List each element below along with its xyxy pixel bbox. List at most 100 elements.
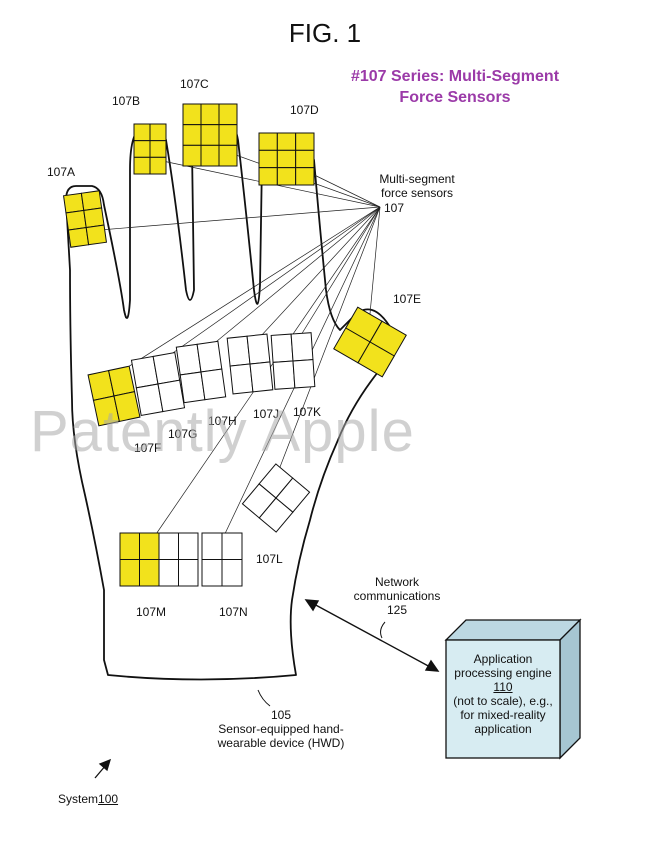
device-ref: 105 — [270, 708, 292, 722]
sensor-107D — [258, 132, 315, 186]
sensor-segment — [221, 532, 243, 560]
engine-line-4: for mixed-reality — [460, 708, 546, 722]
network-label: Network communications 125 — [342, 575, 452, 617]
network-ref: 125 — [386, 603, 408, 617]
sensor-107B — [133, 123, 167, 175]
sensor-label-107B: 107B — [112, 94, 140, 108]
sensor-segment — [246, 333, 271, 365]
sensor-label-107D: 107D — [290, 103, 319, 117]
processing-engine-box — [444, 618, 582, 760]
sensor-segment — [258, 132, 278, 151]
sensor-segment — [133, 123, 151, 142]
sensor-segment — [218, 144, 238, 167]
sensor-label-107G: 107G — [168, 427, 197, 441]
sensor-107A — [62, 190, 108, 248]
sensor-segment — [295, 167, 315, 186]
sensor-segment — [276, 167, 297, 186]
sensor-segment — [292, 359, 316, 389]
network-line-1: Network — [374, 575, 419, 589]
sensor-segment — [200, 368, 227, 401]
sensor-segment — [149, 123, 167, 142]
subtitle-line-1: #107 Series: Multi-Segment — [350, 68, 560, 85]
sensor-segment — [139, 559, 160, 587]
sensor-callout-label: Multi-segment force sensors — [372, 172, 462, 200]
sensor-label-107K: 107K — [293, 405, 321, 419]
sensor-107N — [201, 532, 243, 587]
sensor-107F — [87, 365, 141, 427]
sensor-segment — [357, 341, 395, 378]
engine-line-1: Application — [473, 652, 533, 666]
sensor-segment — [221, 559, 243, 587]
system-arrow — [94, 758, 112, 779]
sensor-107J — [226, 333, 274, 395]
sensor-107E — [333, 306, 407, 378]
engine-label: Application processing engine 110 (not t… — [446, 652, 560, 736]
sensor-label-107N: 107N — [219, 605, 248, 619]
engine-ref: 110 — [493, 680, 513, 694]
sensor-segment — [295, 149, 315, 169]
sensor-segment — [182, 144, 202, 167]
network-arrow — [304, 599, 440, 672]
network-line-2: communications — [353, 589, 441, 603]
sensor-segment — [229, 363, 254, 395]
sensor-segment — [113, 391, 141, 423]
sensor-segment — [218, 124, 238, 146]
sensor-segment — [83, 207, 105, 229]
sensor-segment — [276, 149, 297, 169]
sensor-segment — [119, 559, 140, 587]
figure-subtitle: #107 Series: Multi-Segment Force Sensors — [330, 66, 580, 108]
finger-gap-a — [123, 309, 127, 319]
system-text: System — [58, 792, 99, 806]
sensor-label-107E: 107E — [393, 292, 421, 306]
sensor-107L — [241, 463, 311, 533]
callout-line-1: Multi-segment — [379, 172, 455, 186]
sensor-107M — [119, 532, 199, 587]
sensor-segment — [200, 144, 220, 167]
system-label: System100 — [58, 792, 118, 806]
sensor-segment — [62, 192, 85, 214]
sensor-segment — [65, 209, 87, 231]
sensor-segment — [182, 103, 202, 126]
sensor-segment — [157, 379, 186, 413]
sensor-segment — [149, 156, 167, 175]
sensor-segment — [270, 333, 294, 363]
device-line-1: Sensor-equipped hand- — [218, 722, 344, 736]
sensor-segment — [152, 352, 181, 385]
network-leader — [380, 621, 386, 639]
sensor-segment — [133, 156, 151, 175]
sensor-segment — [178, 532, 199, 560]
sensor-label-107H: 107H — [208, 414, 237, 428]
engine-line-5: application — [474, 722, 532, 736]
sensor-segment — [158, 559, 179, 587]
sensor-label-107C: 107C — [180, 77, 209, 91]
sensor-segment — [200, 124, 220, 146]
callout-line-2: force sensors — [380, 186, 454, 200]
sensor-segment — [196, 340, 223, 373]
sensor-segment — [258, 167, 278, 186]
sensor-107C — [182, 103, 238, 167]
sensor-segment — [149, 140, 167, 158]
figure-title: FIG. 1 — [288, 18, 362, 48]
engine-line-2: processing engine — [454, 666, 552, 680]
sensor-callout-ref: 107 — [384, 201, 405, 215]
sensor-segment — [80, 190, 103, 211]
sensor-label-107L: 107L — [256, 552, 283, 566]
sensor-segment — [85, 224, 108, 246]
sensor-segment — [67, 227, 90, 248]
engine-line-3: (not to scale), e.g., — [453, 694, 553, 708]
sensor-segment — [218, 103, 238, 126]
device-label: 105 Sensor-equipped hand- wearable devic… — [206, 708, 356, 750]
sensor-segment — [158, 532, 179, 560]
sensor-segment — [119, 532, 140, 560]
sensor-segment — [276, 132, 297, 151]
system-ref: 100 — [98, 792, 119, 806]
sensor-107H — [175, 340, 227, 404]
sensor-label-107A: 107A — [47, 165, 75, 179]
sensor-segment — [182, 124, 202, 146]
sensor-segment — [178, 559, 199, 587]
sensor-107K — [270, 332, 316, 390]
device-line-2: wearable device (HWD) — [217, 736, 345, 750]
sensor-segment — [226, 335, 251, 367]
watermark: Patently Apple — [30, 399, 415, 464]
